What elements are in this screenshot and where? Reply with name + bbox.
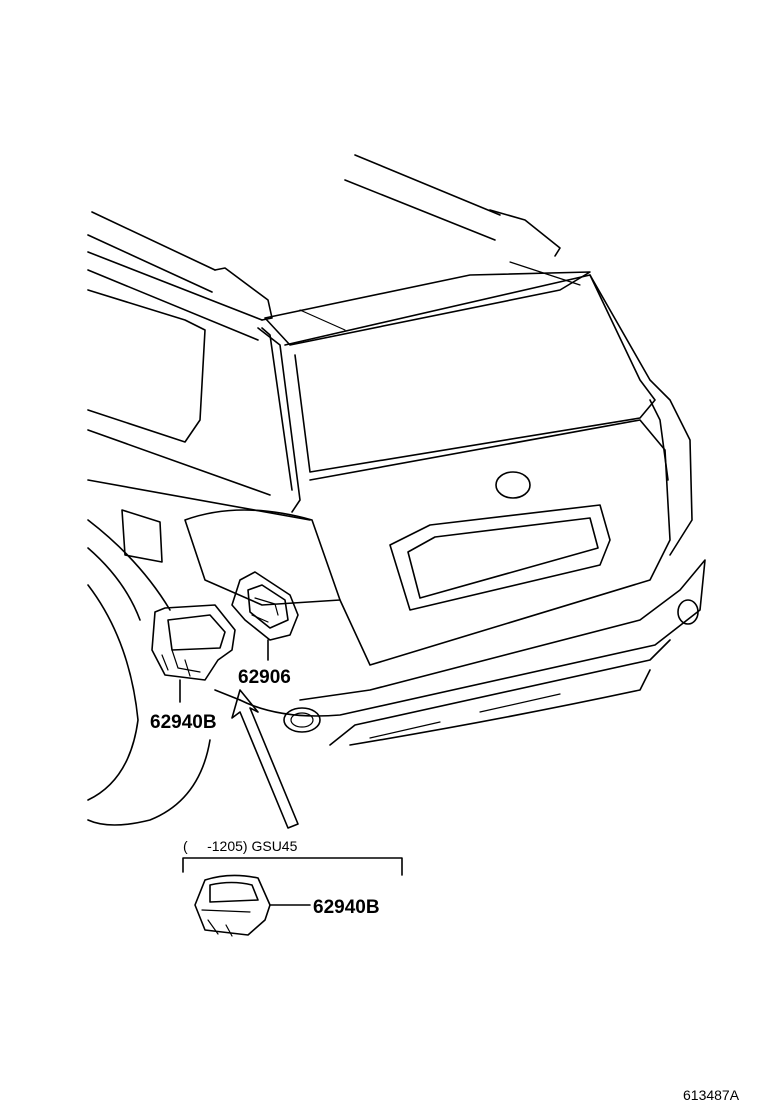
part-62906-bracket — [231, 571, 299, 661]
installation-arrow — [231, 689, 299, 829]
figure-id: 613487A — [683, 1087, 740, 1103]
applicability-note: ( -1205) GSU45 — [183, 838, 298, 854]
part-label-62940b-detail: 62940B — [313, 897, 380, 918]
vehicle-rear-view — [87, 154, 706, 826]
applicability-bracket — [182, 857, 403, 876]
part-label-62906: 62906 — [238, 667, 291, 688]
part-62940b-bracket-detail — [194, 874, 311, 937]
part-label-62940b-installed: 62940B — [150, 712, 217, 733]
part-62940b-bracket-installed — [151, 604, 236, 703]
